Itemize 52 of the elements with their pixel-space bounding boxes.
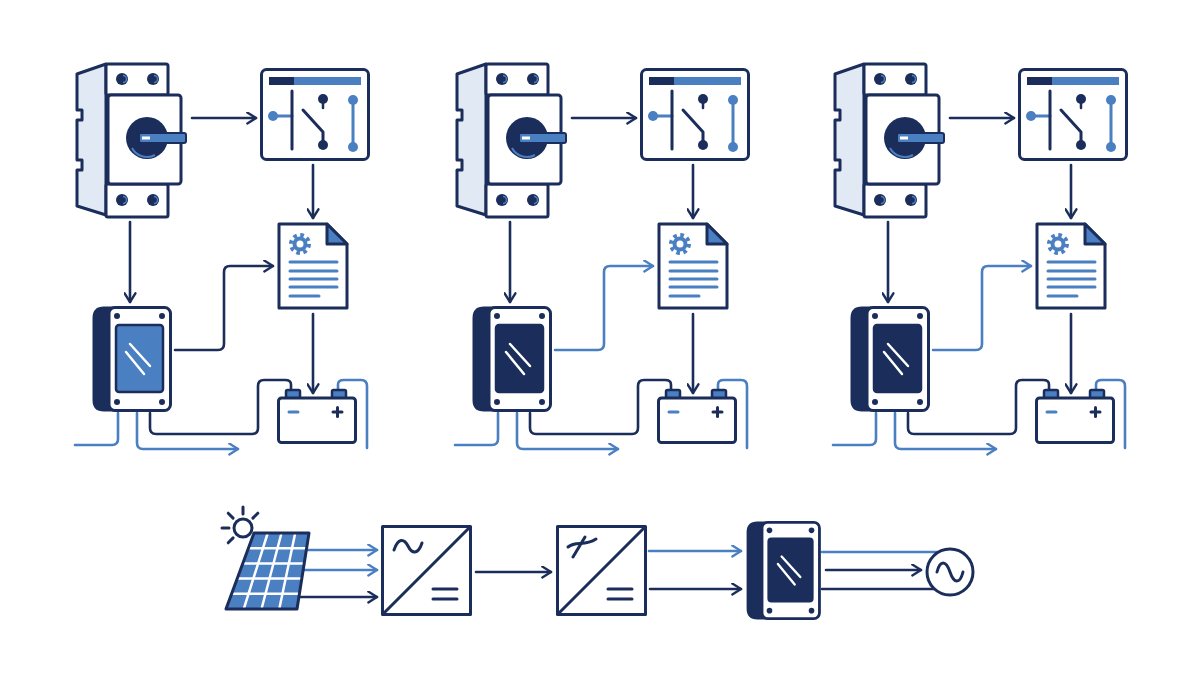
enclosure-icon xyxy=(92,306,172,412)
arrow xyxy=(686,163,700,220)
connector-line xyxy=(73,411,120,447)
connector-line xyxy=(336,378,369,450)
connector-line xyxy=(716,378,749,450)
arrow xyxy=(297,590,379,604)
circuit-diagram-icon xyxy=(640,68,750,161)
connector-line xyxy=(831,411,878,447)
arrow xyxy=(474,565,553,579)
circuit-diagram-icon xyxy=(1018,68,1128,161)
connector-line xyxy=(1094,378,1127,450)
arrow xyxy=(824,563,923,577)
document-icon xyxy=(657,222,729,310)
arrow xyxy=(503,220,517,304)
circuit-breaker-icon xyxy=(75,60,189,219)
arrow xyxy=(931,259,1033,352)
arrow xyxy=(648,582,743,596)
connector-line xyxy=(820,587,936,591)
arrow xyxy=(306,312,320,395)
enclosure-icon xyxy=(850,306,930,412)
arrow xyxy=(893,411,998,456)
arrow xyxy=(306,163,320,220)
document-icon xyxy=(1035,222,1107,310)
connector-line xyxy=(148,378,293,436)
converter-symbol-icon xyxy=(556,525,647,616)
circuit-diagram-icon xyxy=(260,68,370,161)
arrow xyxy=(570,111,638,125)
arrow xyxy=(647,544,743,558)
arrow xyxy=(135,411,240,456)
inverter-symbol-icon xyxy=(381,525,472,616)
arrow xyxy=(123,220,137,304)
battery-icon xyxy=(277,388,357,444)
battery-icon xyxy=(1035,388,1115,444)
arrow xyxy=(553,259,655,352)
ac-source-icon xyxy=(925,547,975,597)
battery-icon xyxy=(657,388,737,444)
arrow xyxy=(686,312,700,395)
arrow xyxy=(1064,312,1078,395)
arrow xyxy=(1064,163,1078,220)
circuit-breaker-icon xyxy=(833,60,947,219)
arrow xyxy=(515,411,620,456)
enclosure-icon xyxy=(746,521,821,620)
connector-line xyxy=(453,411,500,447)
connector-line xyxy=(906,378,1051,436)
arrow xyxy=(948,111,1016,125)
arrow xyxy=(173,259,275,352)
arrow xyxy=(881,220,895,304)
enclosure-icon xyxy=(472,306,552,412)
document-icon xyxy=(277,222,349,310)
connector-line xyxy=(528,378,673,436)
circuit-breaker-icon xyxy=(455,60,569,219)
arrow xyxy=(190,111,258,125)
